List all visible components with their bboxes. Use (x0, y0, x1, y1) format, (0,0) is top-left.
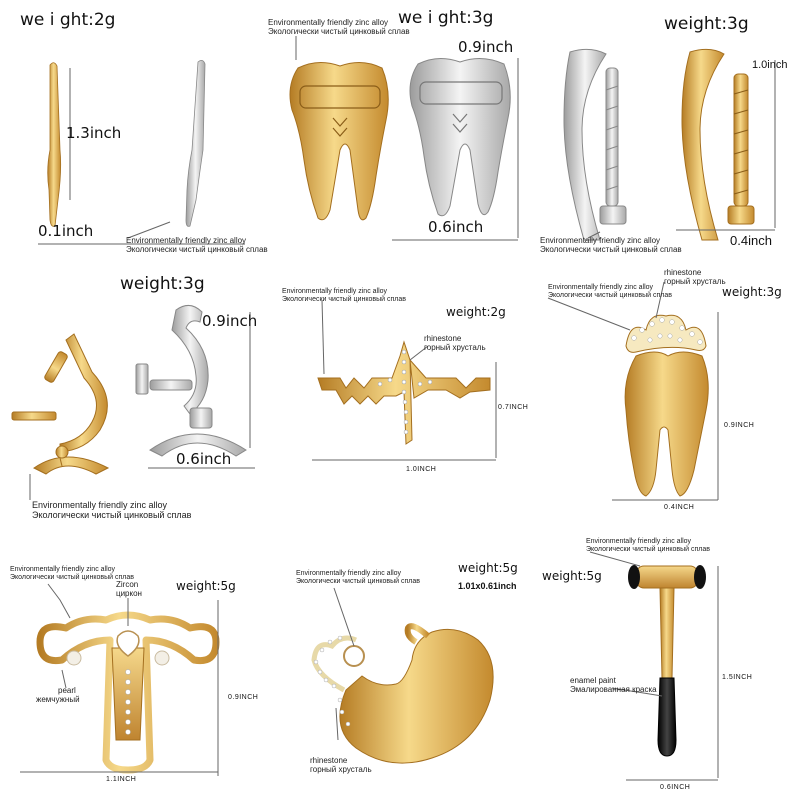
scalpel-material: Environmentally friendly zinc alloy Экол… (126, 236, 268, 255)
scalpel-material-pointer (127, 221, 171, 239)
microscope-silver (135, 305, 247, 457)
heartbeat-pin (317, 340, 491, 445)
hammer-pin (628, 565, 706, 757)
hammer-enamel: enamel paint Эмалированная краска (570, 676, 657, 695)
scalpel-weight: we i ght:2g (20, 10, 116, 30)
crown-tooth-height: 0.9INCH (724, 422, 755, 429)
microscope-gold (11, 333, 110, 475)
scalpel-width: 0.1inch (38, 222, 94, 240)
microscope-height: 0.9inch (202, 312, 258, 330)
uterus-material: Environmentally friendly zinc alloy Экол… (10, 566, 134, 582)
hammer-enamel-pointer (611, 687, 663, 697)
tooth-material: Environmentally friendly zinc alloy Экол… (268, 18, 410, 37)
heartbeat-weight: weight:2g (446, 305, 506, 319)
stomach-material-pointer (333, 587, 355, 647)
hammer-height: 1.5INCH (722, 674, 753, 681)
microscope-weight: weight:3g (120, 274, 205, 294)
uterus-width: 1.1INCH (106, 776, 137, 783)
crown-tooth-rhinestone-pointer (655, 281, 665, 319)
heartbeat-width: 1.0INCH (406, 466, 437, 473)
hammer-material: Environmentally friendly zinc alloy Экол… (586, 538, 710, 554)
microscope-width: 0.6inch (176, 450, 232, 468)
crown-tooth-material: Environmentally friendly zinc alloy Экол… (548, 284, 672, 300)
uterus-material-pointer (47, 583, 71, 619)
stomach-rhinestone-pointer (335, 707, 339, 741)
heartbeat-rhinestone-pointer (409, 345, 429, 361)
stomach-material: Environmentally friendly zinc alloy Экол… (296, 570, 420, 586)
uterus-height: 0.9INCH (228, 694, 259, 701)
crown-tooth-weight: weight:3g (722, 285, 782, 299)
stomach-rhinestone: rhinestone горный хрусталь (310, 756, 372, 775)
tooth-gold (289, 62, 389, 221)
crown-tooth-material-pointer (547, 297, 631, 331)
hammer-material-pointer (589, 551, 641, 567)
stomach-weight: weight:5g (458, 561, 518, 575)
bone-gold (681, 48, 755, 241)
tooth-width: 0.6inch (428, 218, 484, 236)
microscope-material: Environmentally friendly zinc alloy Экол… (32, 500, 192, 521)
tooth-silver (409, 58, 511, 217)
heartbeat-material-pointer (321, 299, 325, 375)
uterus-pearl-pointer (61, 669, 67, 689)
bone-silver (563, 48, 627, 241)
uterus-weight: weight:5g (176, 579, 236, 593)
uterus-pin (36, 611, 220, 774)
tooth-height: 0.9inch (458, 38, 514, 56)
bone-material: Environmentally friendly zinc alloy Экол… (540, 236, 682, 255)
scalpel-gold (47, 62, 62, 227)
tooth-weight: we i ght:3g (398, 8, 494, 28)
hammer-weight: weight:5g (542, 569, 602, 583)
crown-tooth-pin (624, 314, 709, 497)
bone-material-pointer (587, 231, 601, 239)
bone-weight: weight:3g (664, 14, 749, 34)
uterus-pearl: pearl жемчужный (36, 686, 80, 705)
scalpel-height: 1.3inch (66, 124, 122, 142)
heartbeat-material: Environmentally friendly zinc alloy Экол… (282, 288, 406, 304)
heartbeat-height: 0.7INCH (498, 404, 529, 411)
stomach-size: 1.01x0.61inch (458, 581, 517, 591)
scalpel-silver (185, 60, 206, 227)
crown-tooth-width: 0.4INCH (664, 504, 695, 511)
uterus-zircon: Zircon циркон (116, 580, 142, 599)
heartbeat-rhinestone: rhinestone горный хрусталь (424, 334, 486, 353)
bone-width: 0.4inch (730, 233, 772, 248)
stomach-pin (311, 623, 494, 764)
crown-tooth-rhinestone: rhinestone горный хрусталь (664, 268, 726, 287)
bone-height: 1.0inch (752, 59, 788, 71)
hammer-width: 0.6INCH (660, 784, 691, 791)
